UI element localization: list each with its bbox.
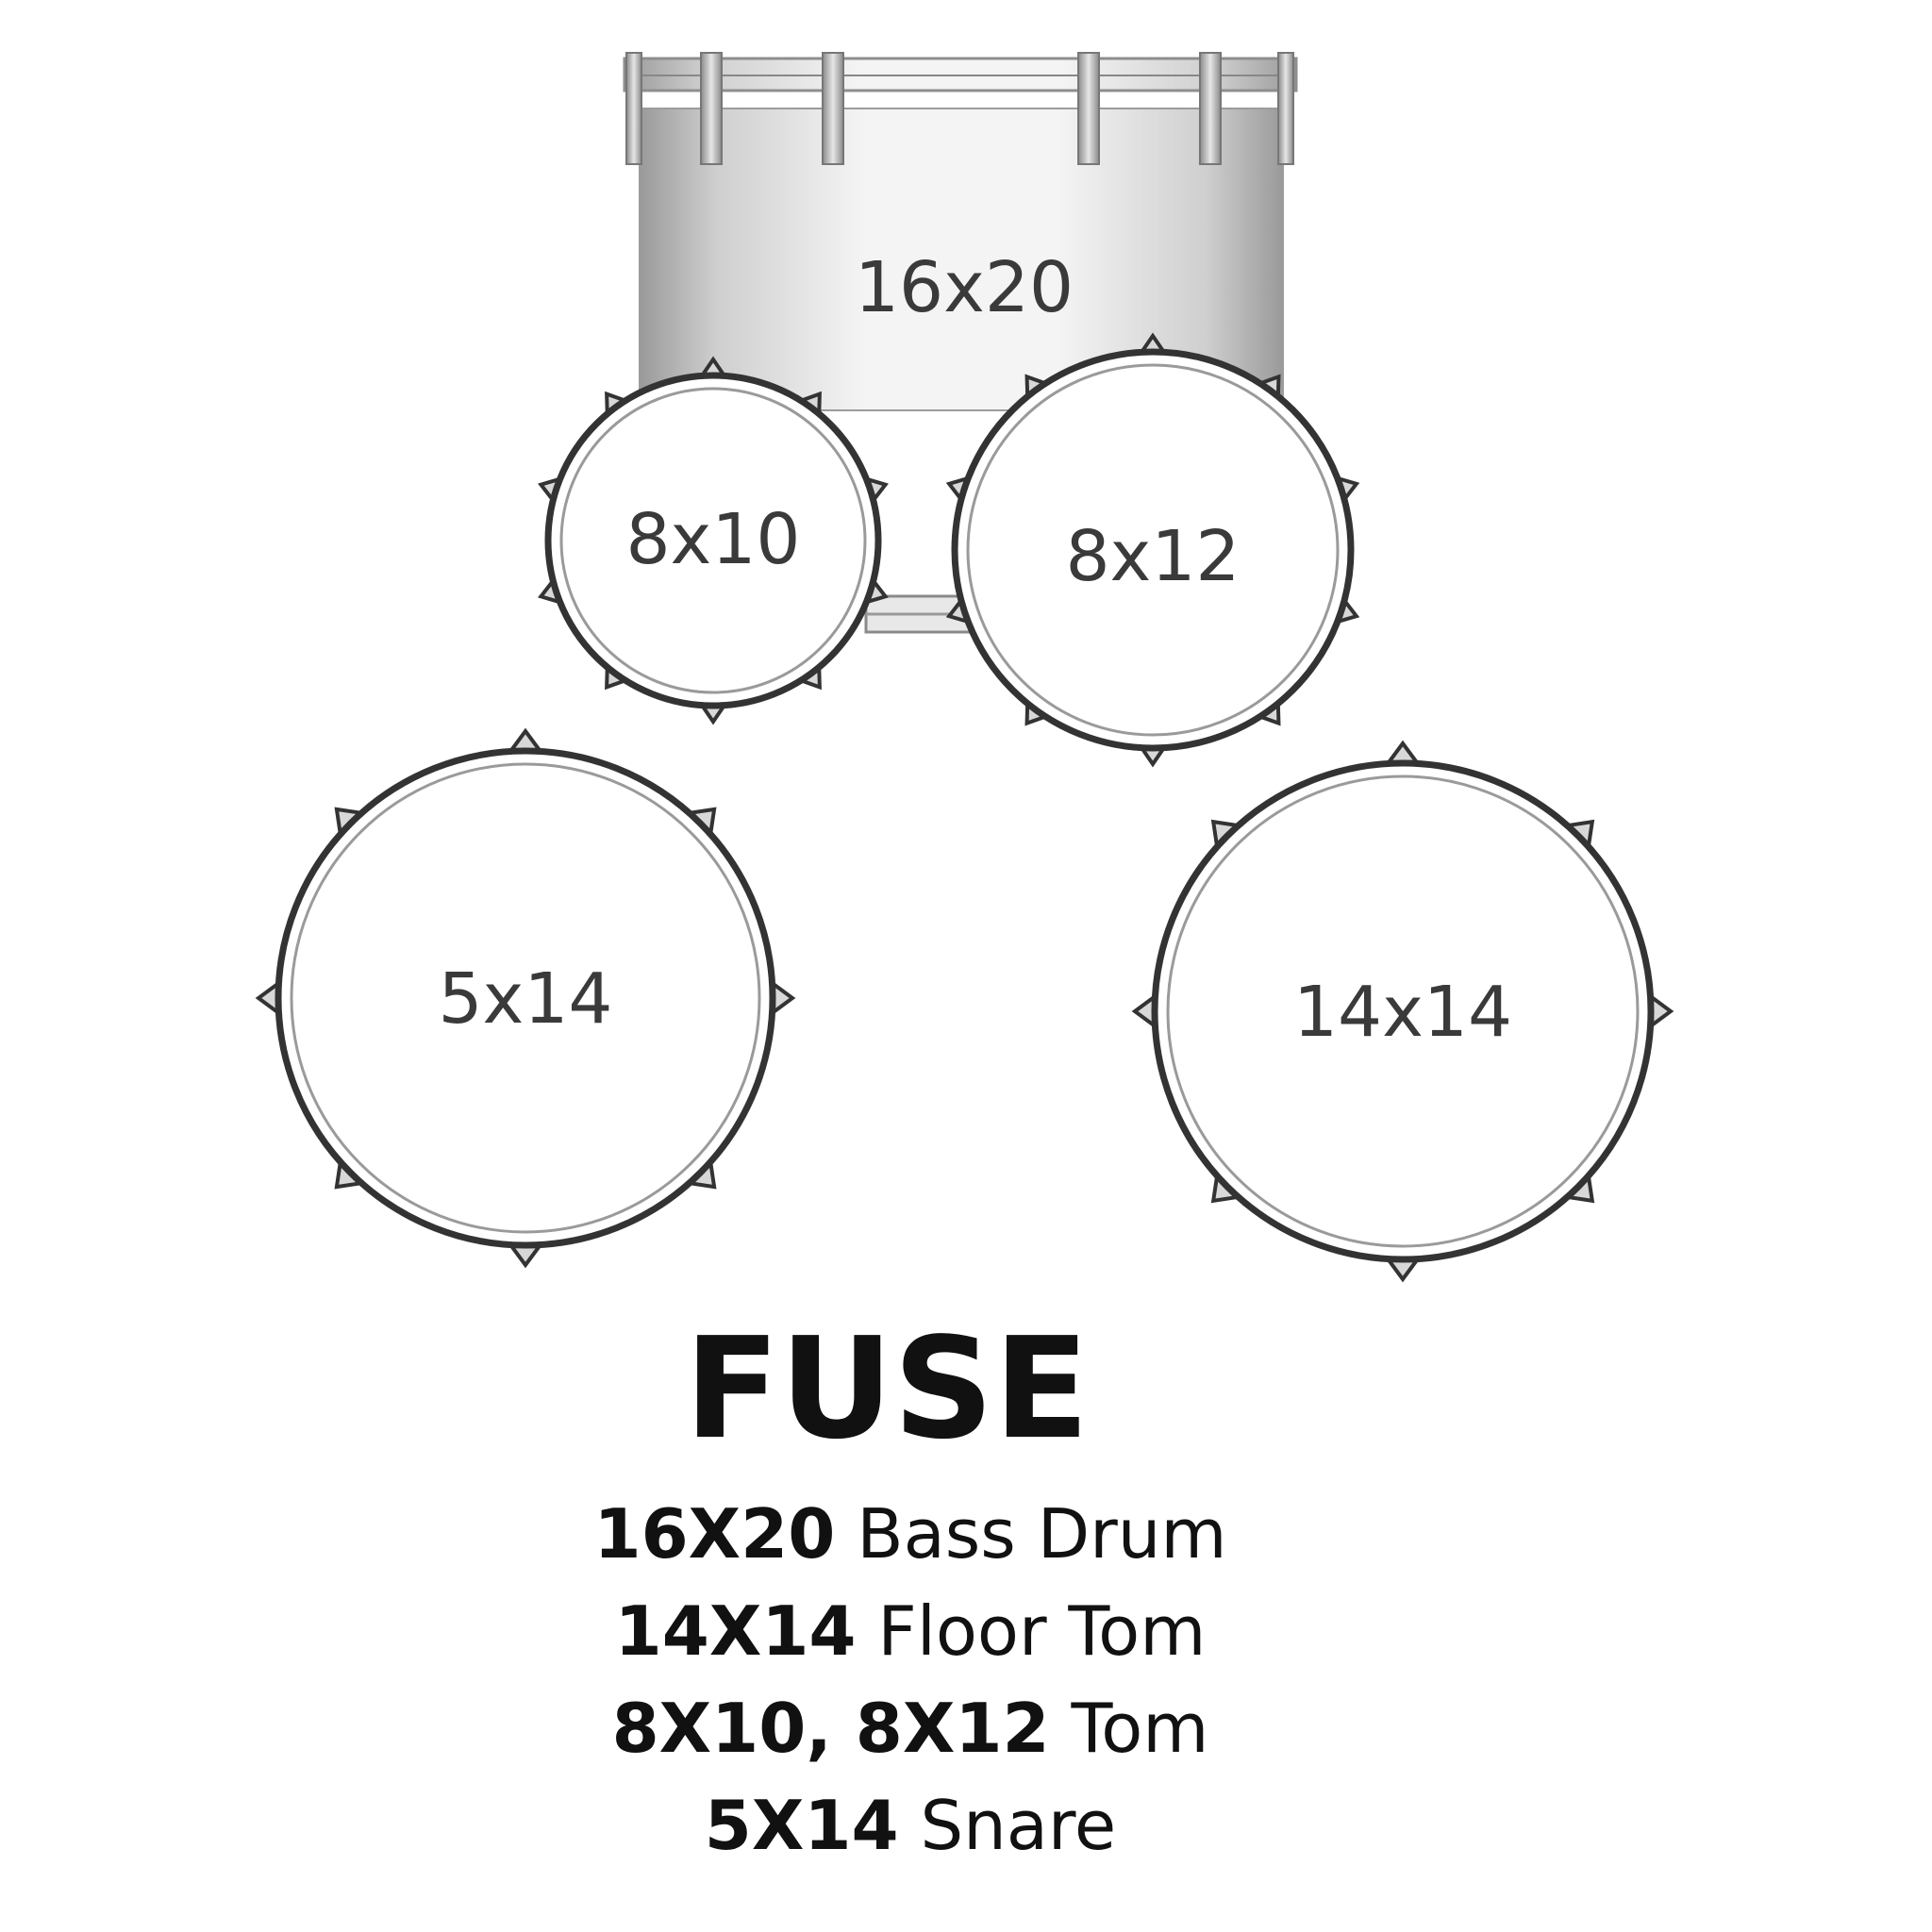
spec-name: Snare [920,1786,1117,1865]
spec-size: 5X14 [704,1786,899,1865]
bass-drum-label: 16x20 [855,247,1074,328]
tom-8x12: 8x12 [945,332,1360,768]
kit-title: FUSE [684,1307,1090,1470]
snare-drum-head [290,762,761,1234]
tom-8x10-label: 8x10 [625,499,800,580]
floor-tom-label: 14x14 [1293,972,1512,1053]
snare-drum: 5x14 [255,727,796,1269]
spec-name: Floor Tom [877,1591,1207,1671]
bass-drum-lugs [625,52,1294,165]
bass-drum: 16x20 [623,52,1298,411]
tom-8x10: 8x10 [538,356,889,725]
spec-line-bass: 16X20 Bass Drum [0,1500,1821,1568]
spec-line-floor: 14X14 Floor Tom [0,1597,1821,1665]
snare-drum-label: 5x14 [438,958,612,1040]
spec-size: 8X10, 8X12 [611,1689,1050,1768]
spec-size: 16X20 [593,1494,836,1574]
spec-size: 14X14 [614,1591,857,1671]
spec-name: Bass Drum [857,1494,1227,1574]
spec-line-toms: 8X10, 8X12 Tom [0,1694,1821,1762]
spec-name: Tom [1071,1689,1209,1768]
tom-8x12-label: 8x12 [1065,516,1240,597]
spec-line-snare: 5X14 Snare [0,1791,1821,1859]
floor-tom-head [1166,774,1640,1248]
drum-kit-diagram: 16x20 8x10 8x12 5x14 14x14 [255,52,1674,1283]
floor-tom: 14x14 [1131,740,1674,1283]
tom-8x12-head [966,363,1340,737]
tom-8x10-head [559,387,867,694]
